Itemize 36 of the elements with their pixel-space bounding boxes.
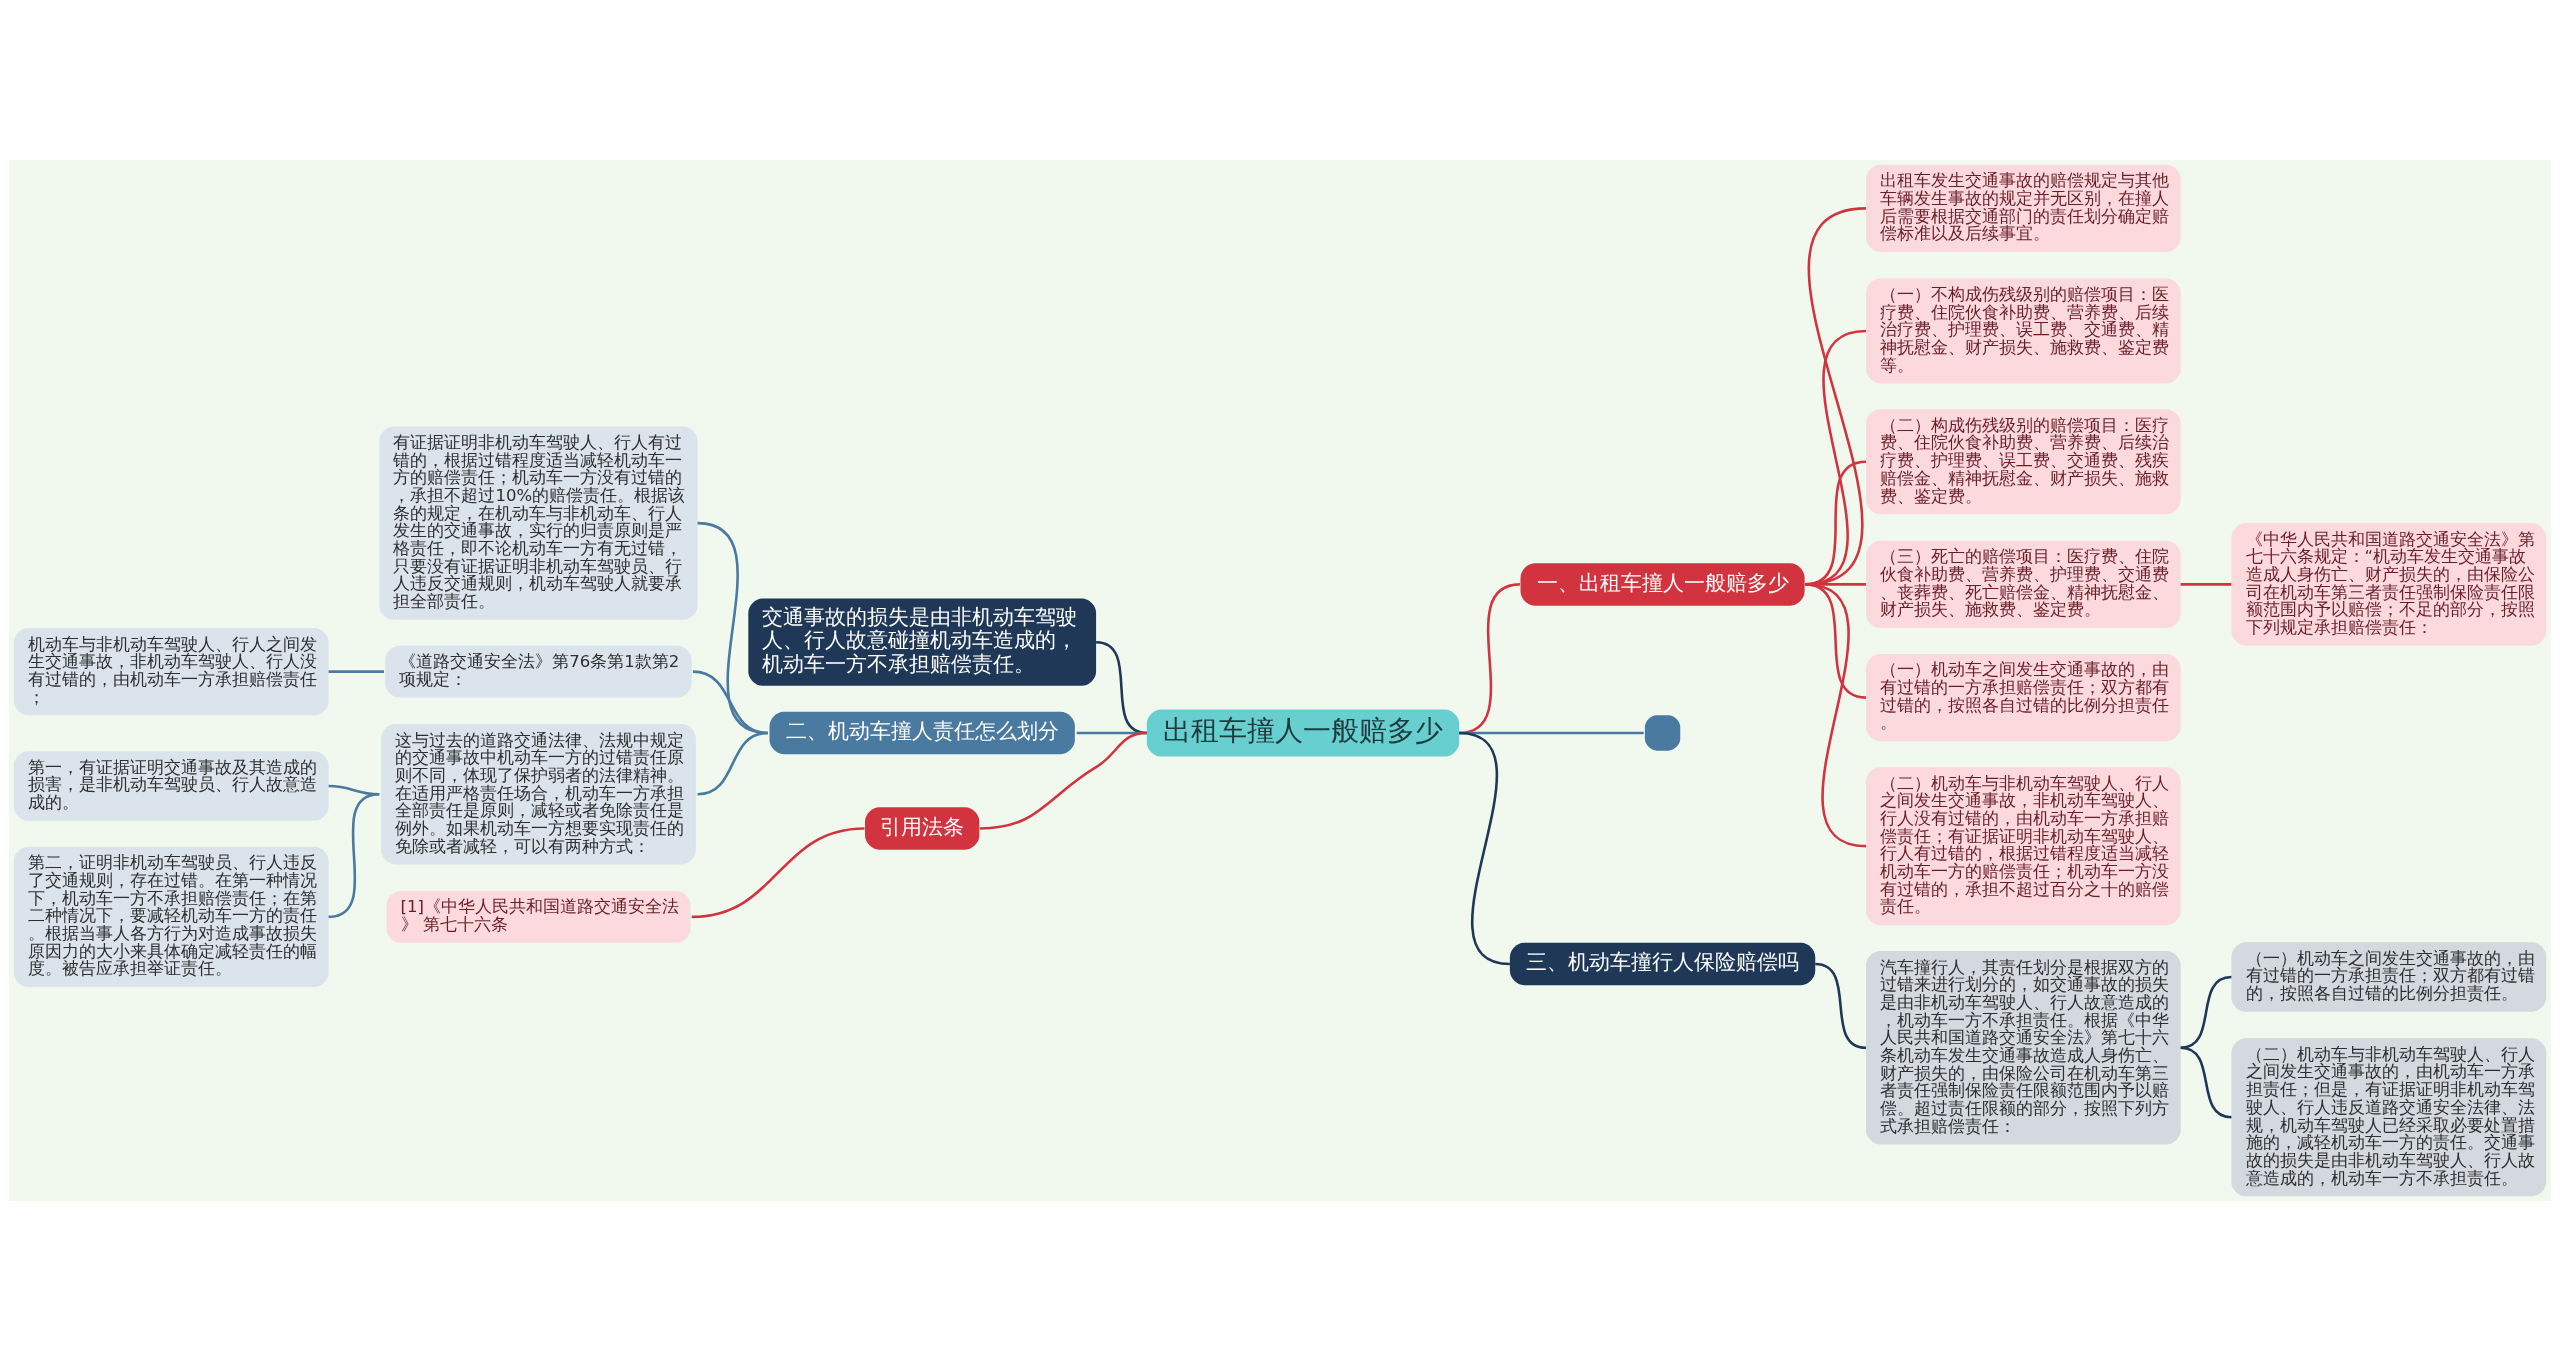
node-box bbox=[1644, 715, 1681, 751]
node-box: 有证据证明非机动车驾驶人、行人有过错的，根据过错程度适当减轻机动车一方的赔偿责任；机动车一方没有过错的，承担不超过10%的赔偿责任。根据该条的规定，在机动车与非机动车、行人发生的交通事故，实行的归责原则是严格责任，即不论机动车一方有无过错，只要没有证据证明非机动车驾驶员、行人违反交通规则，机动车驾驶人就要承担全部责任。 bbox=[379, 426, 698, 620]
connector bbox=[1815, 962, 1867, 1049]
connector bbox=[691, 827, 865, 919]
connector bbox=[2180, 1046, 2232, 1119]
node-box: 引用法条 bbox=[865, 807, 980, 850]
connector bbox=[1095, 640, 1147, 735]
node-box: 机动车与非机动车驾驶人、行人之间发生交通事故，非机动车驾驶人、行人没有过错的，由机动车一方承担赔偿责任； bbox=[13, 628, 329, 716]
node-box: （二）机动车与非机动车驾驶人、行人之间发生交通事故的，由机动车一方承担责任；但是，有证据证明非机动车驾驶人、行人违反道路交通安全法律、法规，机动车驾驶人已经采取必要处置措施的，减轻机动车一方的责任。交通事故的损失是由非机动车驾驶人、行人故意造成的，机动车一方不承担责任。 bbox=[2231, 1038, 2547, 1197]
node-box: 第二，证明非机动车驾驶员、行人违反了交通规则，存在过错。在第一种情况下，机动车一方不承担赔偿责任；在第二种情况下，要减轻机动车一方的责任。根据当事人各方行为对造成事故损失原因力的大小来具体确定减轻责任的幅度。被告应承担举证责任。 bbox=[13, 846, 329, 987]
node-box: 《中华人民共和国道路交通安全法》第七十六条规定：“机动车发生交通事故造成人身伤亡、财产损失的，由保险公司在机动车第三者责任强制保险责任限额范围内予以赔偿；不足的部分，按照下列规定承担赔偿责任： bbox=[2231, 523, 2547, 646]
connector bbox=[328, 670, 384, 673]
connector bbox=[328, 793, 380, 919]
connector bbox=[1458, 731, 1511, 966]
node-box: [1]《中华人民共和国道路交通安全法》 第七十六条 bbox=[386, 890, 691, 943]
connector bbox=[2180, 583, 2232, 586]
connector bbox=[2180, 975, 2232, 1049]
connector bbox=[697, 731, 768, 796]
node-box: （二）机动车与非机动车驾驶人、行人之间发生交通事故，非机动车驾驶人、行人没有过错的，由机动车一方承担赔偿责任；有证据证明非机动车驾驶人、行人有过错的，根据过错程度适当减轻机动车一方的赔偿责任；机动车一方没有过错的，承担不超过百分之十的赔偿责任。 bbox=[1865, 767, 2181, 926]
node-box: （二）构成伤残级别的赔偿项目：医疗费、住院伙食补助费、营养费、后续治疗费、护理费、误工费、交通费、残疾赔偿金、精神抚慰金、财产损失、施救费、鉴定费。 bbox=[1865, 409, 2181, 515]
connector bbox=[979, 731, 1147, 830]
node-box: 第一，有证据证明交通事故及其造成的损害，是非机动车驾驶员、行人故意造成的。 bbox=[13, 751, 329, 821]
node-box: 二、机动车撞人责任怎么划分 bbox=[769, 711, 1075, 755]
node-box: （一）机动车之间发生交通事故的，由有过错的一方承担赔偿责任；双方都有过错的，按照各自过错的比例分担责任。 bbox=[1865, 653, 2181, 742]
node-box: （一）机动车之间发生交通事故的，由有过错的一方承担责任；双方都有过错的，按照各自过错的比例分担责任。 bbox=[2231, 942, 2547, 1012]
node-box: 三、机动车撞行人保险赔偿吗 bbox=[1509, 942, 1816, 986]
node-box: 出租车撞人一般赔多少 bbox=[1146, 709, 1460, 757]
node-box: 《道路交通安全法》第76条第1款第2项规定： bbox=[385, 645, 692, 698]
node-box: 出租车发生交通事故的赔偿规定与其他车辆发生事故的规定并无区别，在撞人后需要根据交通部门的责任划分确定赔偿标准以及后续事宜。 bbox=[1865, 164, 2181, 252]
node-box: 这与过去的道路交通法律、法规中规定的交通事故中机动车一方的过错责任原则不同，体现了保护弱者的法律精神。在适用严格责任场合，机动车一方承担全部责任是原则，减轻或者免除责任是例外。如果机动车一方想要实现责任的免除或者减轻，可以有两种方式： bbox=[381, 724, 696, 865]
node-box: 汽车撞行人，其责任划分是根据双方的过错来进行划分的，如交通事故的损失是由非机动车驾驶人、行人故意造成的，机动车一方不承担责任。根据《中华人民共和国道路交通安全法》第七十六条机动车发生交通事故造成人身伤亡、财产损失的，由保险公司在机动车第三者责任强制保险责任限额范围内予以赔偿。超过责任限额的部分，按照下列方式承担赔偿责任： bbox=[1865, 951, 2181, 1145]
node-box: 一、出租车撞人一般赔多少 bbox=[1520, 563, 1805, 606]
node-box: 交通事故的损失是由非机动车驾驶人、行人故意碰撞机动车造成的，机动车一方不承担赔偿责任。 bbox=[748, 598, 1097, 686]
node-box: （一）不构成伤残级别的赔偿项目：医疗费、住院伙食补助费、营养费、后续治疗费、护理费、误工费、交通费、精神抚慰金、财产损失、施救费、鉴定费等。 bbox=[1865, 278, 2181, 384]
node-box: （三）死亡的赔偿项目：医疗费、住院伙食补助费、营养费、护理费、交通费、丧葬费、死亡赔偿金、精神抚慰金、财产损失、施救费、鉴定费。 bbox=[1865, 540, 2181, 629]
connector bbox=[1804, 583, 1867, 848]
